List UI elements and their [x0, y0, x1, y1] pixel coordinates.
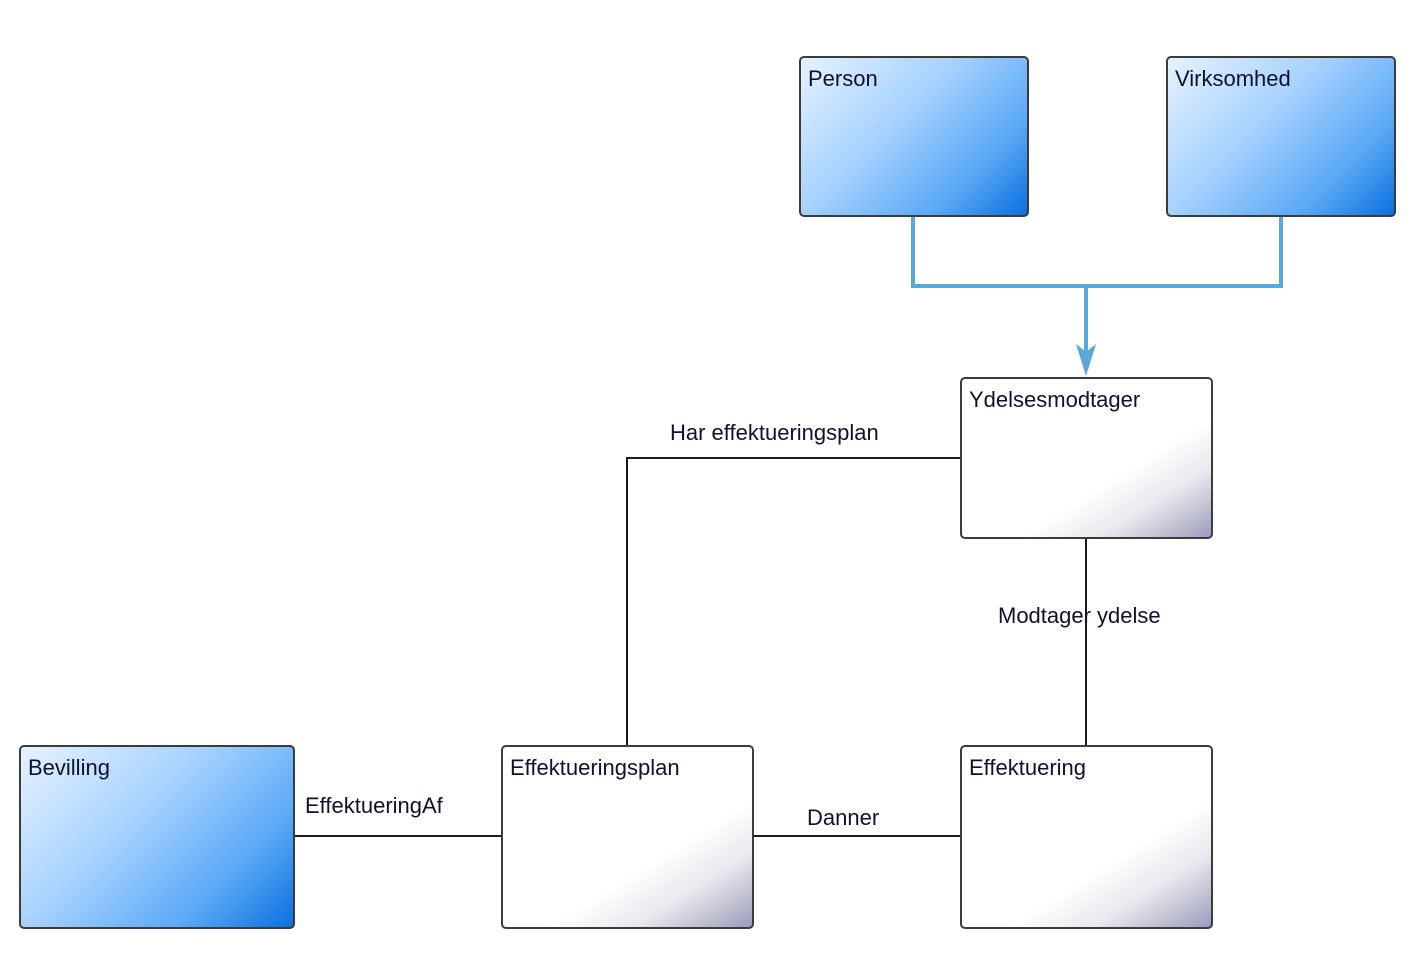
- entity-person[interactable]: Person: [799, 56, 1029, 217]
- entity-effektueringsplan[interactable]: Effektueringsplan: [501, 745, 754, 929]
- entity-title: Ydelsesmodtager: [969, 387, 1141, 412]
- entity-title: Effektuering: [969, 755, 1087, 780]
- entity-virksomhed[interactable]: Virksomhed: [1166, 56, 1396, 217]
- relation-label-effektuering-af: EffektueringAf: [305, 793, 443, 818]
- entity-title: Person: [808, 66, 878, 91]
- relation-label-danner: Danner: [807, 805, 880, 830]
- generalization-arrowhead-icon: [1076, 344, 1096, 376]
- association-line-har-effektueringsplan[interactable]: [626, 457, 961, 746]
- entity-title: Effektueringsplan: [510, 755, 680, 780]
- generalization-line-virksomhed[interactable]: [1086, 217, 1283, 288]
- entity-effektuering[interactable]: Effektuering: [960, 745, 1213, 929]
- entity-title: Bevilling: [28, 755, 110, 780]
- relation-label-modtager-ydelse: Modtager ydelse: [998, 603, 1161, 628]
- entity-ydelsesmodtager[interactable]: Ydelsesmodtager: [960, 377, 1213, 539]
- generalization-line-person[interactable]: [911, 217, 1086, 288]
- relation-label-har-effektueringsplan: Har effektueringsplan: [670, 420, 879, 445]
- entity-title: Virksomhed: [1175, 66, 1291, 91]
- entity-bevilling[interactable]: Bevilling: [19, 745, 295, 929]
